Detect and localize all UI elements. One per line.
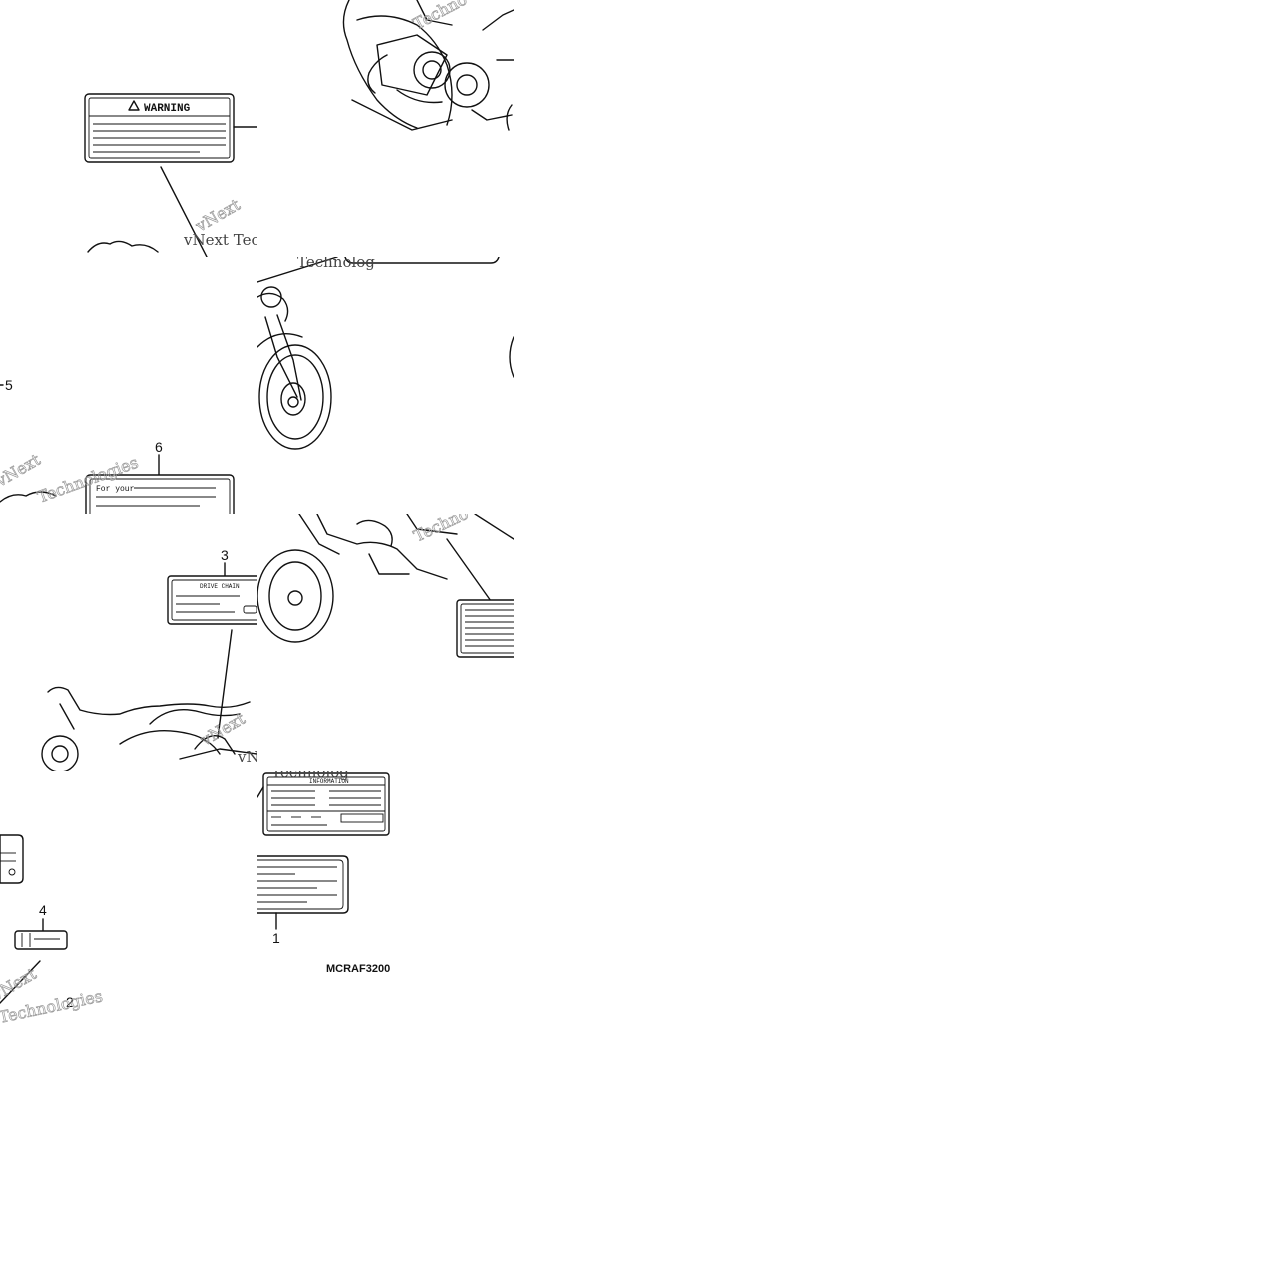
watermark-text: Technolog xyxy=(297,257,375,271)
tile-label-1: INFORMATION xyxy=(257,771,514,1028)
leader-line xyxy=(217,629,233,739)
watermark-text: vNext Tec xyxy=(183,231,257,249)
motorcycle-sketch xyxy=(0,491,57,503)
motorcycle-engine-sketch xyxy=(342,0,514,131)
tile-label-6: 5 6 For your vNext Technologies xyxy=(0,257,257,514)
front-wheel-sketch xyxy=(257,286,332,450)
side-label-fragment xyxy=(0,834,24,884)
information-label-text: INFORMATION xyxy=(309,778,349,785)
for-your-label-text: For your xyxy=(96,485,135,494)
diagram-code: MCRAF3200 xyxy=(326,963,390,975)
watermark-text: vNext Tec xyxy=(237,748,257,766)
for-your-label[interactable]: For your xyxy=(85,474,235,514)
leader-line xyxy=(257,257,338,283)
warning-label[interactable]: WARNING xyxy=(84,93,235,163)
rear-wheel-edge xyxy=(509,336,514,378)
front-fork-sketch xyxy=(257,514,514,643)
motorcycle-sketch xyxy=(87,240,159,253)
callout-6: 6 xyxy=(155,439,163,455)
watermark-text: vNext xyxy=(0,450,44,491)
leader-line xyxy=(160,166,208,257)
small-label-4[interactable] xyxy=(14,930,68,950)
tile-warning-label: WARNING vNext Tec vNext xyxy=(0,0,257,257)
callout-3: 3 xyxy=(221,547,229,563)
information-label[interactable]: INFORMATION xyxy=(262,772,390,836)
tile-engine-sketch: Techno xyxy=(257,0,514,257)
callout-1: 1 xyxy=(272,930,280,946)
motorcycle-side-sketch xyxy=(41,686,257,771)
watermark-text: Techno xyxy=(411,514,472,546)
drive-chain-label[interactable]: DRIVE CHAIN xyxy=(167,575,257,625)
tile-front-wheel: Technolog xyxy=(257,257,514,514)
tile-labels-2-4: 4 2 vNext Technologies xyxy=(0,771,257,1028)
callout-2: 2 xyxy=(66,994,74,1010)
tile-label-3: 3 DRIVE CHAIN vNex xyxy=(0,514,257,771)
callout-5: 5 xyxy=(5,377,13,393)
leader-line xyxy=(446,538,492,602)
rear-label[interactable] xyxy=(456,599,514,658)
callout-4: 4 xyxy=(39,902,47,918)
warning-label-text: WARNING xyxy=(144,103,191,115)
tile-rear-label: Techno xyxy=(257,514,514,771)
leader-line xyxy=(0,960,41,1004)
watermark-text: Technolog xyxy=(271,771,349,781)
watermark-text: vNext xyxy=(192,195,244,236)
warning-triangle-icon xyxy=(128,100,140,111)
drive-chain-label-text: DRIVE CHAIN xyxy=(200,583,240,590)
watermark-text: vNext xyxy=(0,964,40,1005)
leader-line xyxy=(257,786,264,798)
label-1[interactable] xyxy=(257,855,349,914)
